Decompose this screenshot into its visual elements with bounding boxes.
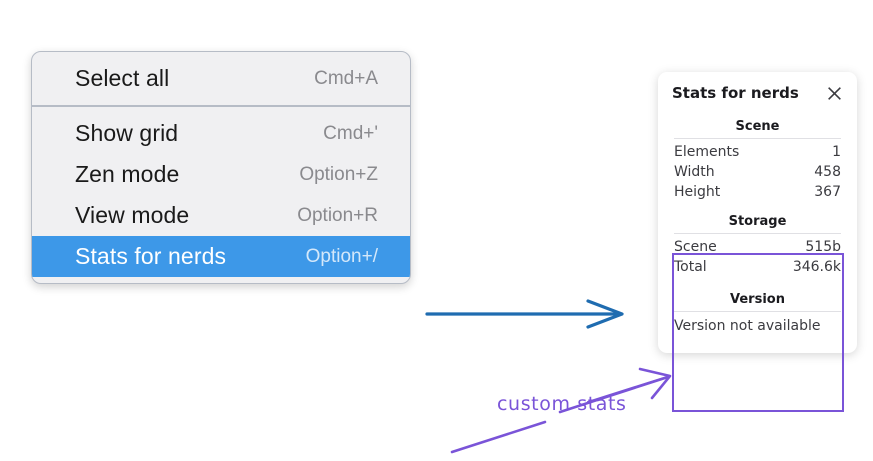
stat-label: Total bbox=[674, 259, 707, 275]
menu-item-select-all[interactable]: Select all Cmd+A bbox=[32, 58, 410, 99]
menu-item-shortcut: Option+R bbox=[297, 204, 378, 226]
version-note: Version not available bbox=[674, 318, 821, 334]
menu-item-label: Stats for nerds bbox=[75, 243, 227, 269]
section-version: Version Version not available bbox=[672, 289, 843, 337]
panel-title: Stats for nerds bbox=[672, 84, 799, 102]
menu-item-show-grid[interactable]: Show grid Cmd+' bbox=[32, 113, 410, 154]
menu-item-zen-mode[interactable]: Zen mode Option+Z bbox=[32, 154, 410, 195]
section-divider bbox=[674, 233, 841, 234]
section-title: Storage bbox=[728, 214, 787, 229]
stat-row: Elements 1 bbox=[672, 142, 843, 162]
stat-row: Height 367 bbox=[672, 182, 843, 202]
purple-underline-stroke bbox=[450, 420, 547, 454]
menu-item-shortcut: Cmd+A bbox=[314, 67, 378, 89]
stat-value: 458 bbox=[814, 164, 841, 180]
menu-item-label: View mode bbox=[75, 202, 190, 228]
section-divider bbox=[674, 311, 841, 312]
menu-item-shortcut: Option+/ bbox=[305, 245, 378, 267]
stat-label: Width bbox=[674, 164, 715, 180]
stat-value: 367 bbox=[814, 184, 841, 200]
stat-value: 515b bbox=[805, 239, 841, 255]
stat-row: Scene 515b bbox=[672, 237, 843, 257]
context-menu[interactable]: Select all Cmd+A Show grid Cmd+' Zen mod… bbox=[31, 51, 411, 284]
menu-item-label: Show grid bbox=[75, 120, 179, 146]
menu-item-label: Select all bbox=[75, 65, 170, 91]
menu-item-label: Zen mode bbox=[75, 161, 180, 187]
blue-arrow-icon bbox=[425, 299, 624, 329]
stat-label: Height bbox=[674, 184, 721, 200]
stat-label: Scene bbox=[674, 239, 717, 255]
section-title: Scene bbox=[735, 119, 780, 134]
panel-header: Stats for nerds bbox=[672, 84, 843, 102]
menu-item-view-mode[interactable]: View mode Option+R bbox=[32, 195, 410, 236]
stat-row: Width 458 bbox=[672, 162, 843, 182]
menu-item-stats-for-nerds[interactable]: Stats for nerds Option+/ bbox=[32, 236, 410, 277]
section-scene: Scene Elements 1 Width 458 Height 367 bbox=[672, 116, 843, 202]
menu-item-shortcut: Option+Z bbox=[299, 163, 378, 185]
section-storage: Storage Scene 515b Total 346.6k bbox=[672, 211, 843, 277]
stat-label: Elements bbox=[674, 144, 740, 160]
section-title: Version bbox=[730, 292, 785, 307]
stats-for-nerds-panel: Stats for nerds Scene Elements 1 Width 4… bbox=[658, 72, 857, 353]
section-divider bbox=[674, 138, 841, 139]
stat-row: Total 346.6k bbox=[672, 257, 843, 277]
menu-group-1: Select all Cmd+A bbox=[32, 52, 410, 105]
close-icon[interactable] bbox=[826, 85, 843, 102]
custom-stats-annotation-label: custom stats bbox=[497, 393, 627, 415]
stat-value: 346.6k bbox=[792, 259, 841, 275]
menu-item-shortcut: Cmd+' bbox=[323, 122, 378, 144]
stat-value: 1 bbox=[832, 144, 841, 160]
menu-group-2: Show grid Cmd+' Zen mode Option+Z View m… bbox=[32, 105, 410, 283]
